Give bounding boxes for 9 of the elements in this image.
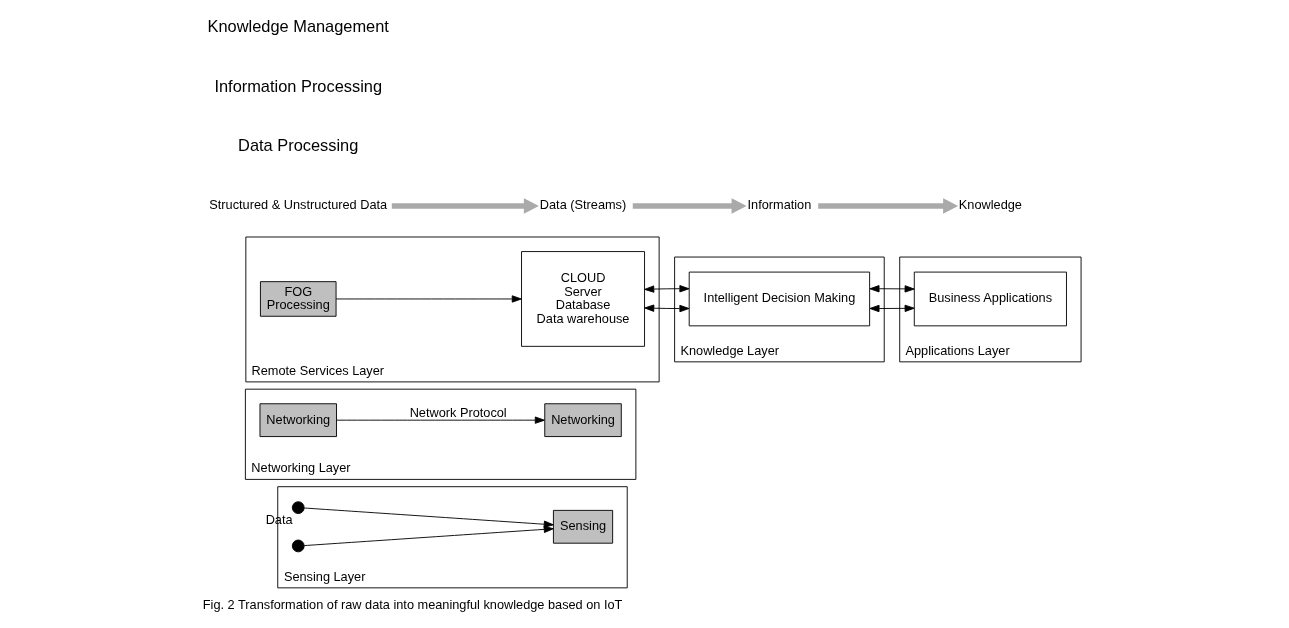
- node-text: Knowledge: [958, 197, 1022, 213]
- label: Data Processing: [237, 135, 358, 154]
- label: Knowledge Management: [207, 17, 389, 36]
- node-text: Information: [747, 197, 811, 213]
- label: Information Processing: [213, 76, 382, 95]
- caption: Fig. 2 Transformation of raw data into meaningful knowledge based on IoT: [202, 596, 622, 612]
- node-text: Structured & Unstructured Data: [208, 197, 387, 213]
- node-text: Data (Streams): [539, 197, 626, 213]
- edge-label: Network Protocol: [409, 404, 507, 420]
